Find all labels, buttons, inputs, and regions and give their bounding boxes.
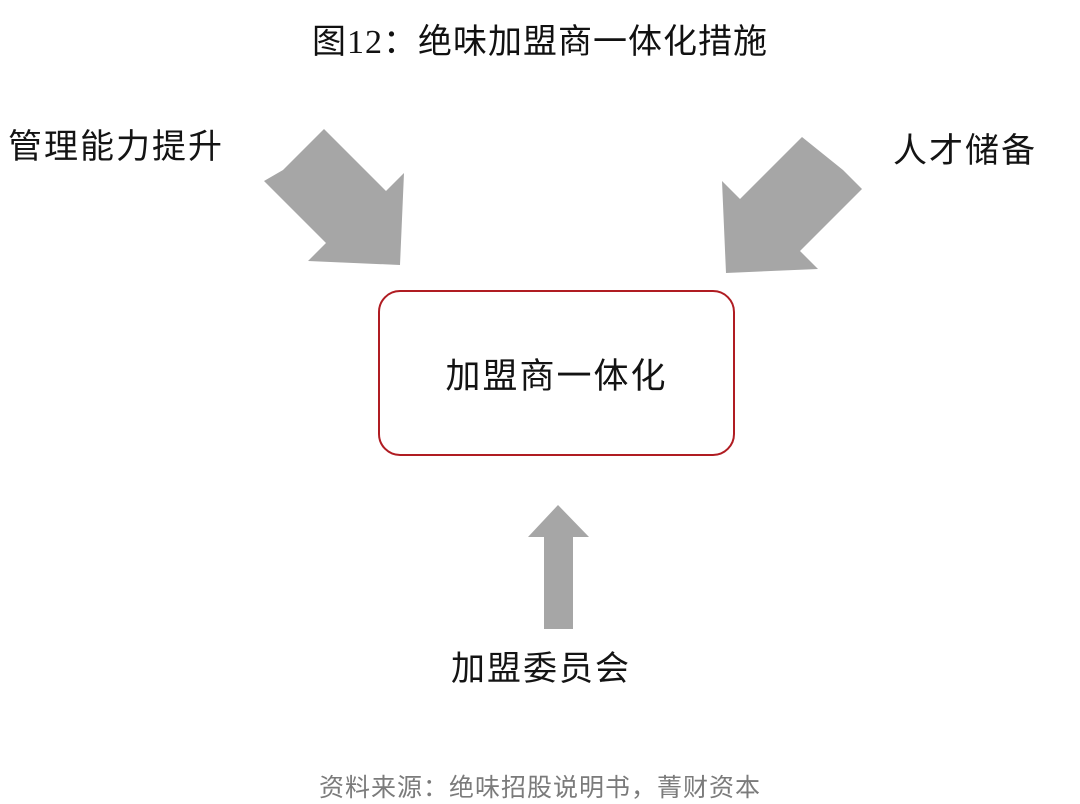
input-label-talent-reserve: 人才储备: [893, 133, 1037, 170]
center-node-label: 加盟商一体化: [445, 356, 668, 396]
input-label-management-capability: 管理能力提升: [8, 129, 224, 166]
center-node-box: 加盟商一体化: [378, 290, 735, 456]
source-note: 资料来源：绝味招股说明书，菁财资本: [318, 775, 761, 802]
input-label-franchise-committee: 加盟委员会: [451, 651, 631, 688]
figure-title: 图12：绝味加盟商一体化措施: [312, 24, 768, 61]
arrow-down-right-icon: [264, 129, 404, 265]
arrow-down-left-icon: [722, 137, 862, 273]
arrow-up-icon: [528, 505, 589, 629]
